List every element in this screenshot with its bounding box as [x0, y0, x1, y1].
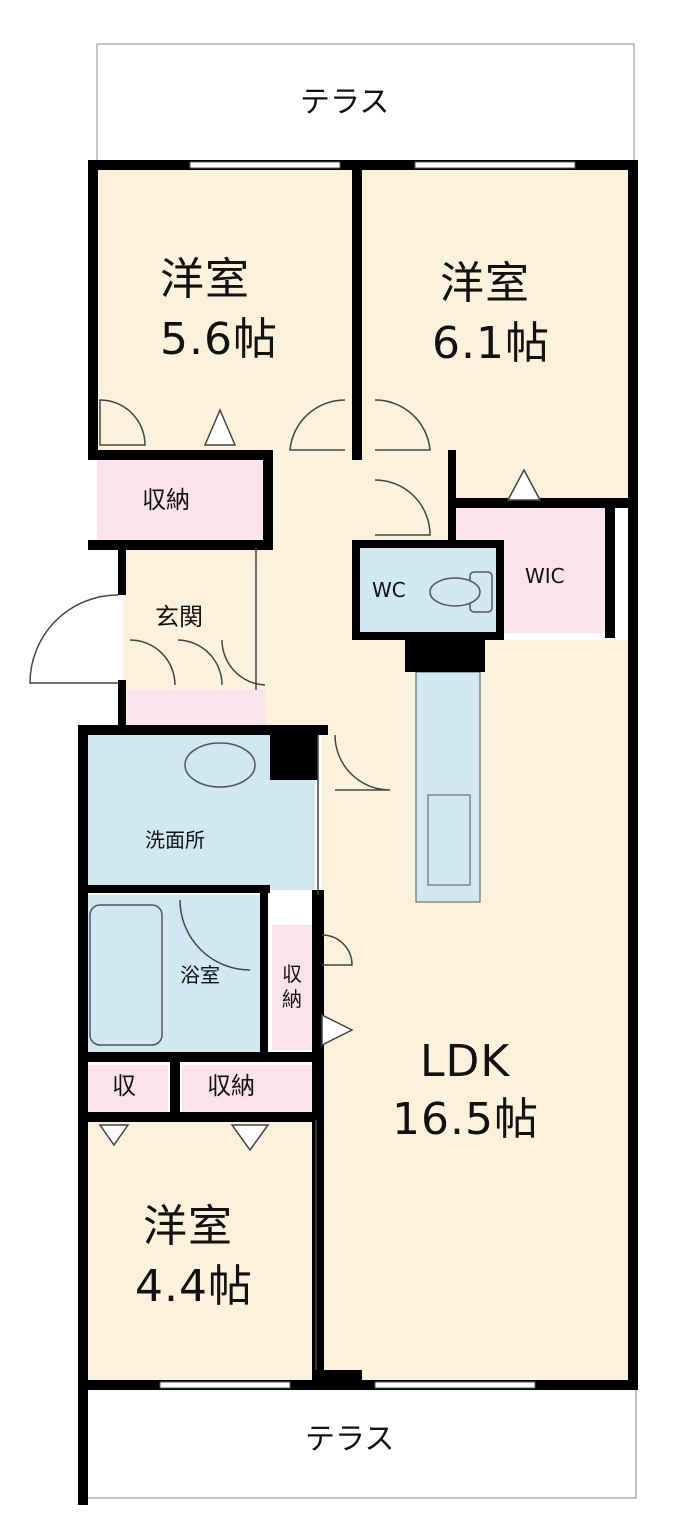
western-a-size: 5.6帖	[160, 314, 278, 365]
storage-c-fill	[88, 1065, 168, 1115]
terrace-top-outline	[96, 43, 635, 165]
kitchen-sink	[427, 794, 471, 886]
wic-label: WIC	[525, 564, 565, 588]
storage-a-label: 収納	[142, 486, 190, 514]
storage-b-fill	[272, 925, 312, 1050]
washbasin	[184, 742, 256, 788]
windows	[159, 161, 576, 1389]
toilet-bowl	[429, 577, 481, 607]
western-c-name: 洋室	[143, 1201, 233, 1252]
ldk-size: 16.5帖	[392, 1094, 539, 1145]
walls	[78, 160, 638, 1505]
bathroom-label: 浴室	[180, 963, 220, 987]
storage-d-fill	[182, 1065, 312, 1115]
ldk-name: LDK	[420, 1036, 511, 1087]
floor-western-c	[85, 1118, 315, 1380]
terrace-bottom-label: テラス	[305, 1422, 395, 1457]
storage-c-label: 収	[112, 1072, 136, 1100]
western-b-name: 洋室	[440, 258, 530, 309]
bathtub	[89, 904, 163, 1046]
western-b-size: 6.1帖	[432, 318, 550, 369]
storage-a-fill	[97, 458, 267, 548]
floor-western-b	[362, 168, 632, 498]
western-a-name: 洋室	[160, 254, 250, 305]
storage-entrance-fill	[128, 690, 266, 725]
entrance-label: 玄関	[155, 603, 203, 631]
western-c-size: 4.4帖	[135, 1261, 253, 1312]
door-swings	[29, 399, 431, 1370]
washroom-label: 洗面所	[145, 828, 205, 852]
storage-b-label: 収納	[282, 962, 302, 1011]
floor-western-a	[97, 168, 357, 458]
terrace-bottom-outline	[82, 1385, 637, 1499]
wc-label: WC	[372, 578, 406, 602]
closet-markers	[98, 408, 542, 1152]
terrace-top-label: テラス	[300, 85, 390, 120]
storage-d-label: 収納	[207, 1072, 255, 1100]
